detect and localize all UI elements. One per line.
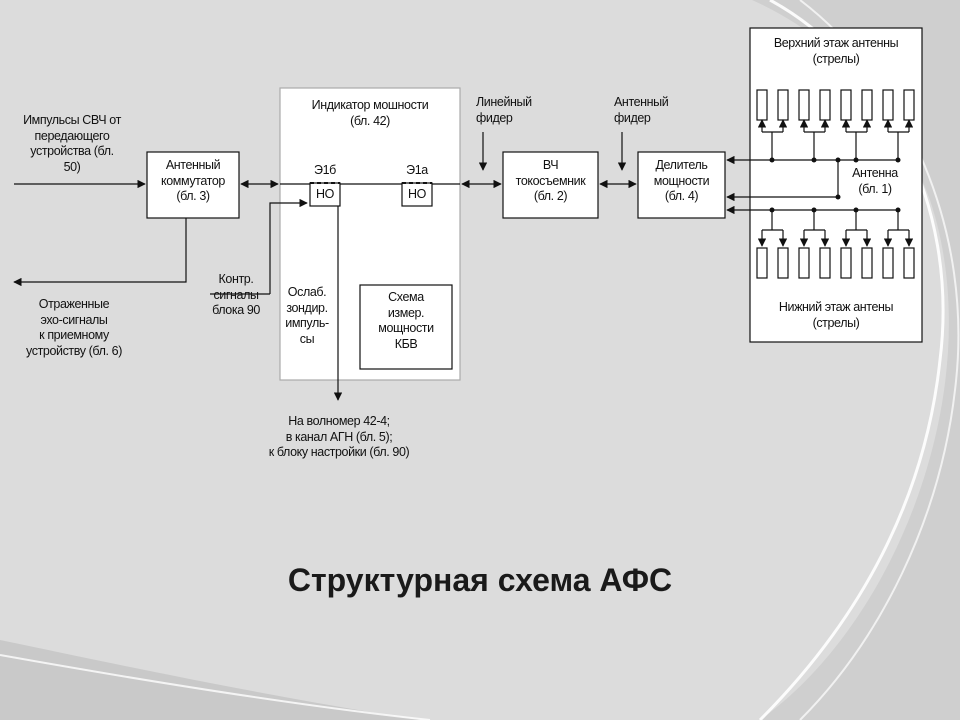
control-arrow: [269, 198, 308, 294]
line-feeder-label: Линейный фидер: [476, 95, 532, 125]
slide-title: Структурная схема АФС: [287, 562, 673, 598]
upper-tier-elements: [756, 89, 915, 161]
e1a-label: Э1а: [406, 163, 428, 177]
control-signals-label: Контр. сигналы блока 90: [212, 272, 260, 317]
attenuated-pulses-label: Ослаб. зондир. импуль- сы: [285, 285, 329, 346]
upper-tier-label: Верхний этаж антенны (стрелы): [773, 36, 899, 66]
antenna-switch-label: Антенный коммутатор (бл. 3): [161, 158, 225, 203]
input-pulses-label: Импульсы СВЧ от передающего устройства (…: [23, 113, 121, 174]
power-indicator-label: Индикатор мошности (бл. 42): [311, 98, 429, 128]
antenna-feeder-label: Антенный фидер: [614, 95, 669, 125]
coupler-b-label: НО: [316, 187, 334, 201]
hf-joint-label: ВЧ токосъемник (бл. 2): [515, 158, 586, 203]
reflected-signals-label: Отраженные эхо-сигналы к приемному устро…: [26, 297, 122, 358]
kbv-measure-label: Схема измер. мощности КБВ: [378, 290, 434, 351]
reflected-arrow: [13, 218, 187, 287]
hf-joint-block: [502, 151, 599, 219]
kbv-measure-box: [359, 284, 453, 370]
e1b-label: Э1б: [314, 163, 336, 177]
outputs-label: На волномер 42-4; в канал АГН (бл. 5); к…: [268, 414, 410, 459]
lower-tier-label: Нижний этаж антены (стрелы): [778, 300, 894, 330]
antenna-frame: [749, 27, 923, 343]
coupler-a-label: НО: [408, 187, 426, 201]
power-divider-label: Делитель мощности (бл. 4): [653, 158, 710, 203]
antenna-switch-block: [146, 151, 240, 219]
power-divider-block: [637, 151, 726, 219]
antenna-label: Антенна (бл. 1): [852, 166, 898, 196]
